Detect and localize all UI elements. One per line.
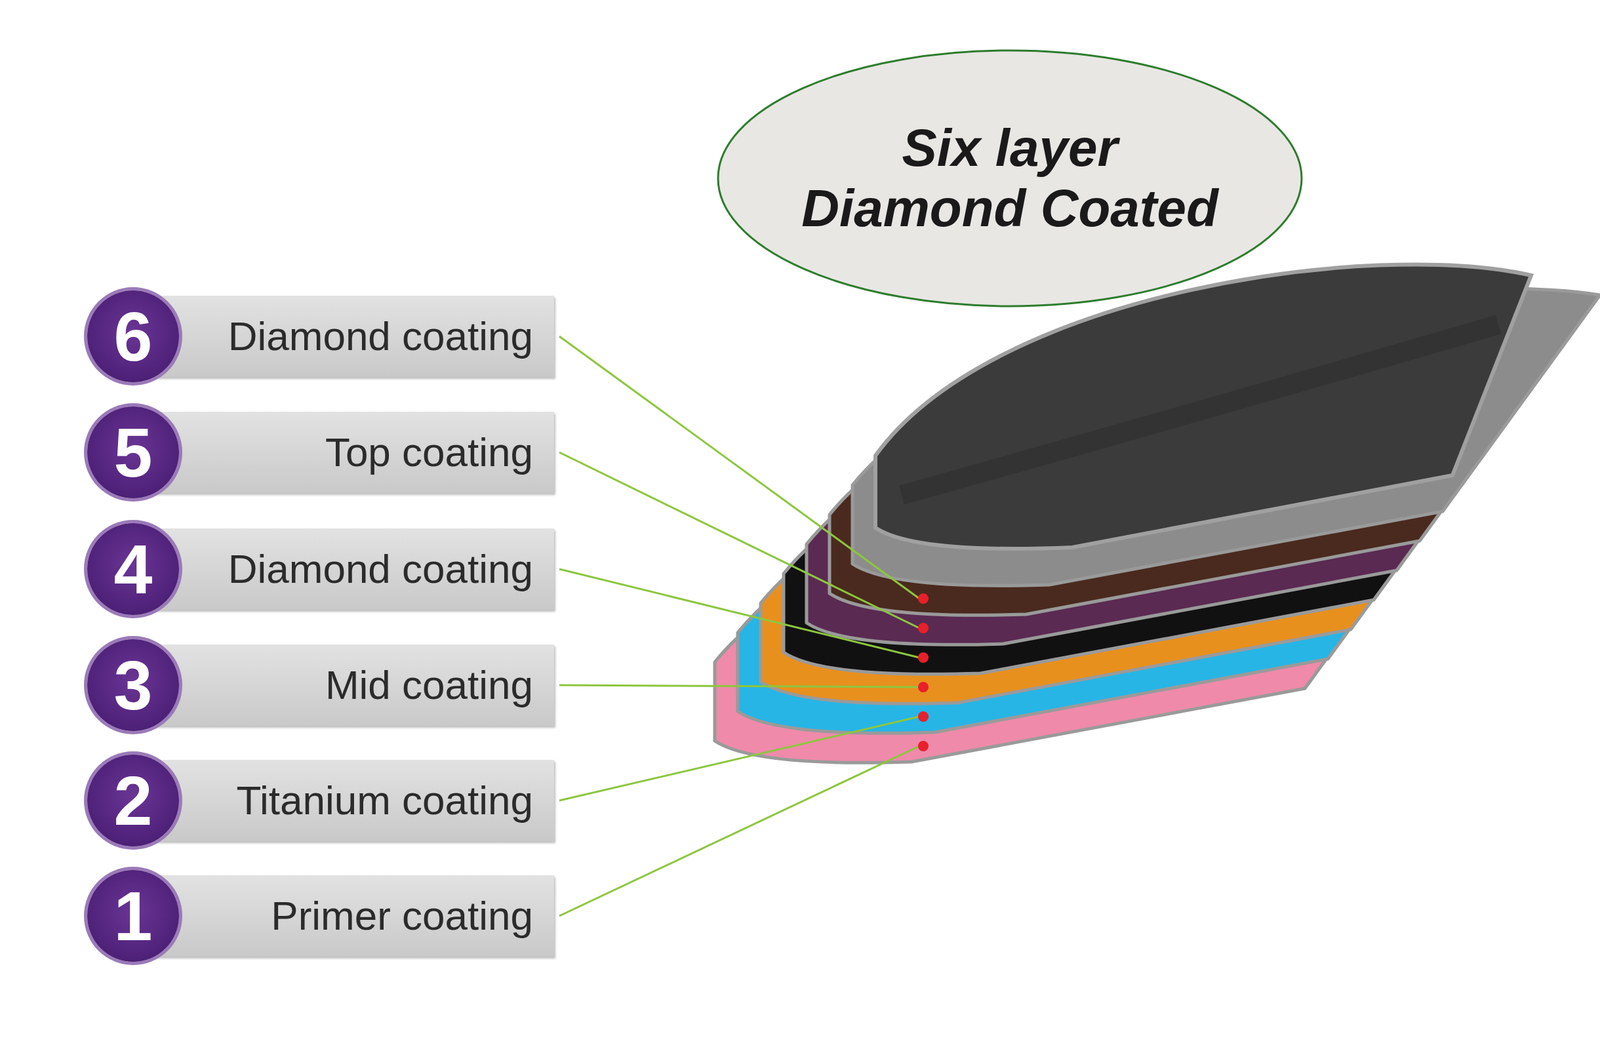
leader-line: [559, 685, 920, 688]
layer-name: Top coating: [325, 411, 534, 494]
number-circle: 5: [87, 406, 180, 499]
title: Six layer Diamond Coated: [800, 118, 1220, 239]
layer-name: Diamond coating: [228, 295, 534, 378]
leader-line: [559, 569, 920, 658]
layer-dot: [918, 593, 929, 604]
layer-label-box: 2Titanium coating: [134, 760, 555, 842]
number-circle: 6: [87, 290, 180, 383]
number-circle: 3: [87, 639, 180, 732]
layer-dot: [918, 681, 929, 693]
layer-name: Titanium coating: [236, 760, 534, 842]
number-circle: 4: [87, 523, 180, 616]
callout-number: 2: [114, 765, 153, 836]
layer-dot: [918, 652, 929, 663]
pan-shading: [901, 324, 1499, 496]
layer-label-box: 5Top coating: [134, 411, 555, 494]
pan-interior: [875, 264, 1532, 549]
title-area: Six layer Diamond Coated: [718, 50, 1302, 307]
pan-layers: [714, 264, 1600, 763]
layer-name: Primer coating: [270, 875, 534, 957]
layer-dot: [918, 711, 929, 722]
leader-line: [559, 452, 920, 629]
layer-label-box: 3Mid coating: [134, 644, 555, 726]
layer-name: Mid coating: [325, 644, 534, 726]
layer-name: Diamond coating: [228, 528, 534, 610]
number-circle: 2: [87, 754, 180, 847]
title-ellipse: [718, 50, 1302, 307]
callout-number: 5: [114, 417, 153, 488]
callout-number: 4: [114, 534, 153, 604]
layer-label-box: 6Diamond coating: [134, 295, 555, 378]
number-circle: 1: [87, 870, 180, 962]
leader-lines: [559, 336, 929, 917]
leader-line: [559, 336, 920, 599]
leader-line: [559, 746, 920, 917]
layer-dot: [918, 740, 929, 752]
layer-label-box: 1Primer coating: [134, 875, 555, 957]
layer-label-box: 4Diamond coating: [134, 528, 555, 610]
callout-number: 6: [114, 301, 153, 372]
callout-number: 1: [114, 881, 153, 951]
leader-line: [559, 716, 920, 801]
callout-number: 3: [114, 650, 153, 720]
layer-dot: [918, 622, 929, 634]
